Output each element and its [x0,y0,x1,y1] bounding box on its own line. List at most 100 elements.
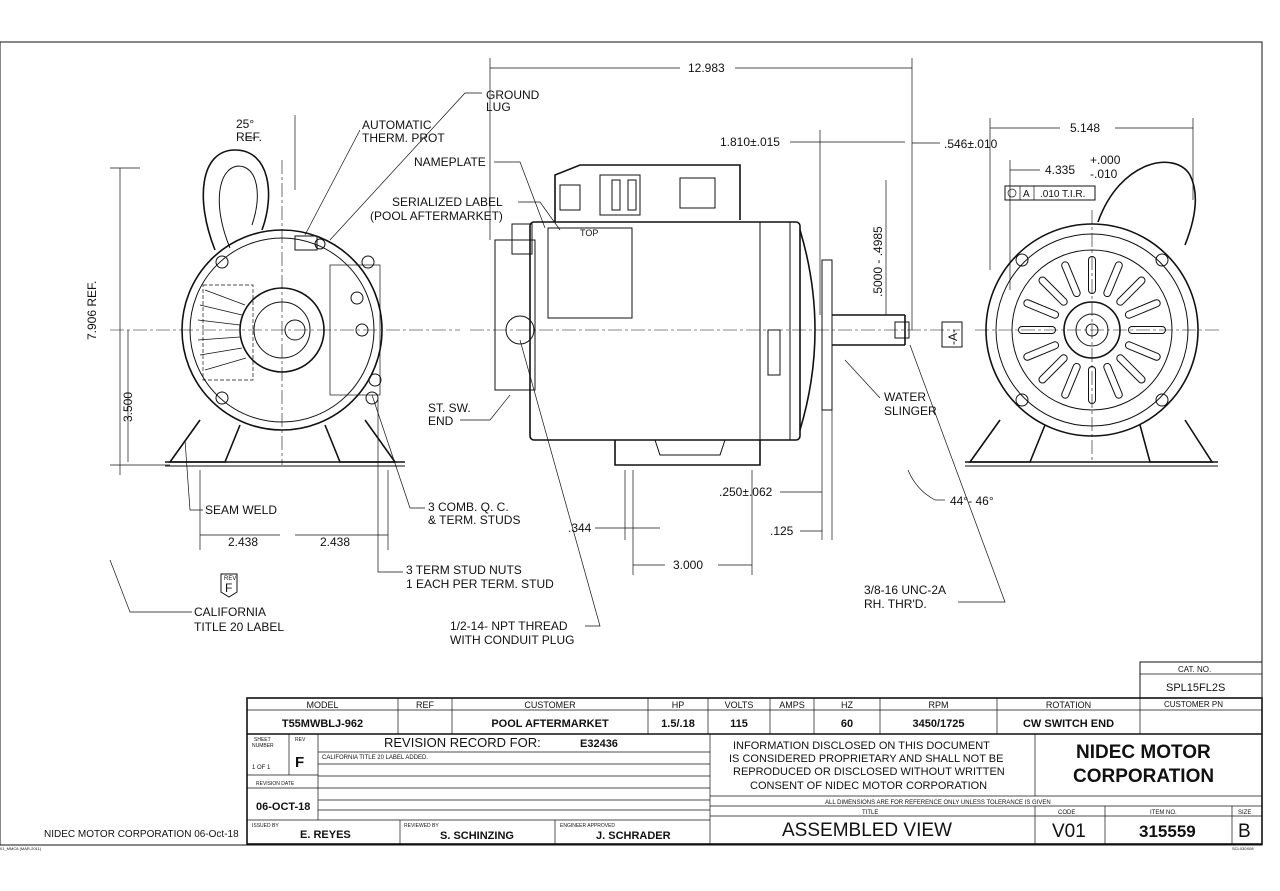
left-view-dimensions: 7.906 REF. 3.500 25° REF. 2.438 2.438 [85,115,389,550]
vent-slot-inner [1039,355,1067,383]
spec-header: MODEL [306,700,338,710]
spec-value: 60 [841,718,853,730]
vent-slot-inner [1024,342,1059,360]
notice-3: REPRODUCED OR DISCLOSED WITHOUT WRITTEN [733,766,1005,778]
notice-1: INFORMATION DISCLOSED ON THIS DOCUMENT [733,740,990,752]
spec-header: RPM [929,700,949,710]
rev-value: F [295,754,304,771]
sheet-border [0,41,1263,846]
tir-datum: A [1023,189,1030,200]
foot-dim: .125 [770,524,794,538]
spec-value: 1.5/.18 [661,718,695,730]
revision-date-label: REVISION DATE [256,781,295,787]
revision-record: REVISION RECORD FOR: [384,735,541,750]
thread-label: 3/8-16 UNC-2A [864,583,946,597]
revision-note: CALIFORNIA TITLE 20 LABEL ADDED. [322,755,428,761]
hole-right-dim: 2.438 [320,535,350,549]
spec-header: REF [416,700,435,710]
angle-ref: REF. [236,130,262,144]
notice-2: IS CONSIDERED PROPRIETARY AND SHALL NOT … [729,753,1003,765]
vent-slot-inner [1062,262,1080,297]
serial-label-2: (POOL AFTERMARKET) [370,209,503,223]
spec-value: 115 [730,718,748,730]
auto-therm-label-2: THERM. PROT [362,131,445,145]
face-shoulder-dim: .546±.010 [944,137,998,151]
slinger-angle-dim: 44°- 46° [950,494,994,508]
spec-value: 3450/1725 [913,718,965,730]
right-view-dimensions: 5.148 4.335 +.000 -.010 A .010 T.I.R. [989,118,1194,290]
comb-label-2: & TERM. STUDS [428,513,520,527]
height-dim: 7.906 REF. [85,281,99,340]
size-value: B [1238,821,1251,842]
spec-header: HP [672,700,685,710]
ground-lug-label-2: LUG [486,100,511,114]
pilot-dim: 4.335 [1045,163,1075,177]
dims-note: ALL DIMENSIONS ARE FOR REFERENCE ONLY UN… [825,800,1051,806]
vent-slot-inner [1104,262,1122,297]
mount-gap-dim: .344 [568,521,592,535]
flange-dim: .250±.062 [719,485,773,499]
vent-slot-inner [1125,300,1160,318]
item-label: ITEM NO. [1150,810,1177,816]
auto-therm-label: AUTOMATIC [362,118,432,132]
rev-mark: F [225,581,232,595]
top-label: TOP [580,228,598,238]
shaft-dia-dim: .5000 - .4985 [871,226,885,297]
seam-weld-label: SEAM WELD [205,503,277,517]
code-label: CODE [1058,810,1075,816]
center-height-dim: 3.500 [121,392,135,422]
vent-slot-inner [1125,342,1160,360]
item-value: 315559 [1139,822,1196,841]
sheet-label-2: NUMBER [252,743,274,749]
nuts-label-2: 1 EACH PER TERM. STUD [406,577,554,591]
spec-header: VOLTS [725,700,754,710]
spec-header: ROTATION [1046,700,1091,710]
right-end-view: 44°- 46° [907,161,1220,508]
spec-header: CUSTOMER [524,700,576,710]
revision-date: 06-OCT-18 [256,801,310,813]
spec-value: T55MWBLJ-962 [282,718,363,730]
reviewed-by: S. SCHINZING [440,830,514,842]
rev-label: REV [295,737,306,743]
notice-4: CONSENT OF NIDEC MOTOR CORPORATION [750,780,987,792]
spec-row: MODEL T55MWBLJ-962 REF CUSTOMER POOL AFTERMA… [282,700,1114,730]
tol-plus: +.000 [1090,153,1121,167]
engineer-label: ENGINEER APPROVED [560,823,615,829]
engineer: J. SCHRADER [596,830,671,842]
nameplate-label: NAMEPLATE [414,155,486,169]
sheet-label: SHEET [254,737,271,743]
thread-label-2: RH. THR'D. [864,597,927,611]
spec-value: POOL AFTERMARKET [491,718,609,730]
base-slot-dim: 3.000 [673,558,703,572]
vent-slot-inner [1039,277,1067,305]
rev-mark-small: REV [224,576,236,582]
overall-length-dim: 12.983 [688,61,725,75]
spec-value: CW SWITCH END [1023,718,1114,730]
left-end-view [110,149,460,467]
shaft-ext-dim: 1.810±.015 [720,135,780,149]
code-value: V01 [1052,821,1086,842]
vent-slot-inner [1062,363,1080,398]
st-sw-label-2: END [428,414,454,428]
california-label: CALIFORNIA [194,605,266,619]
ground-lug-label: GROUND [486,88,540,102]
side-view-dimensions: 12.983 1.810±.015 .546±.010 .5000 - .498… [489,58,1006,611]
cat-no: SPL15FL2S [1166,682,1225,694]
tir-value: .010 T.I.R. [1040,189,1085,200]
vent-slot-inner [1117,355,1145,383]
revision-id: E32436 [580,738,618,750]
st-sw-label: ST. SW. [428,401,471,415]
spec-header: AMPS [779,700,805,710]
npt-label-2: WITH CONDUIT PLUG [450,633,574,647]
california-label-2: TITLE 20 LABEL [194,620,284,634]
drawing-title: ASSEMBLED VIEW [782,820,952,841]
footer-note: NIDEC MOTOR CORPORATION 06-Oct-18 [44,829,239,840]
company-2: CORPORATION [1073,766,1214,787]
reviewed-by-label: REVIEWED BY [404,823,439,829]
issued-by: E. REYES [300,829,351,841]
vent-slots [1018,256,1166,404]
end-dia-dim: 5.148 [1070,121,1100,135]
water-slinger-label: WATER [884,390,926,404]
water-slinger-label-2: SLINGER [884,404,937,418]
